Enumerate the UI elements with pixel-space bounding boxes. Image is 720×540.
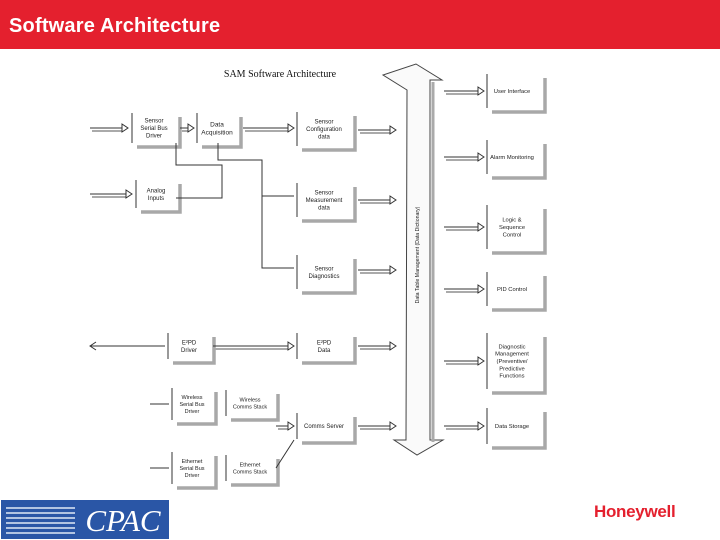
block-data-acquisition-shadow: [202, 117, 243, 149]
block-sensor-diagnostics-label-line: Diagnostics: [308, 274, 339, 280]
block-e2prom-data-label-line: E²PD: [317, 340, 332, 346]
block-e2prom-data-label-line: Data: [318, 348, 331, 354]
block-right-5-label-line: Management: [495, 352, 529, 358]
bus-input-arrow-2-head: [389, 195, 397, 205]
block-ethernet-serial-bus-driver-label-line: Driver: [185, 473, 200, 479]
block-right-5-label-line: (Preventive/: [497, 359, 528, 365]
block-sensor-serial-bus-driver-label-line: Serial Bus: [140, 126, 167, 132]
block-wireless-comms-stack-shadow: [231, 394, 280, 422]
sensor-bus-input-arrow-head: [121, 123, 129, 133]
block-right-6-arrow-head: [477, 421, 485, 431]
block-right-4-arrow-head: [477, 284, 485, 294]
cpac-logo: CPAC: [1, 500, 169, 539]
block-right-2-arrow-head: [477, 152, 485, 162]
block-right-3-label-line: Sequence: [499, 225, 525, 231]
bus-input-arrow-1-head: [389, 125, 397, 135]
slide-title: Software Architecture: [9, 15, 221, 37]
block-ethernet-comms-stack-label-line: Comms Stack: [233, 469, 267, 475]
block-sensor-diagnostics-shadow: [302, 259, 357, 295]
block-analog-inputs-label-line: Analog: [147, 188, 166, 194]
block-wireless-serial-bus-driver-shadow: [177, 392, 218, 426]
acquisition-to-measurement-path: [217, 143, 294, 197]
block-ethernet-comms-stack-label-line: Ethernet: [240, 462, 261, 468]
block-right-1-shadow: [492, 78, 547, 114]
block-sensor-serial-bus-driver-label-line: Sensor: [144, 119, 163, 125]
bus-input-arrow-3-head: [389, 265, 397, 275]
block-e2prom-driver-label-line: Driver: [181, 348, 197, 354]
block-wireless-comms-stack-label-line: Comms Stack: [233, 404, 267, 410]
block-right-2-shadow: [492, 144, 547, 180]
block-sensor-configuration-data-label-line: Configuration: [306, 127, 342, 133]
block-sensor-configuration-data-label-line: data: [318, 135, 330, 141]
ethernet-to-comms-line: [275, 439, 295, 469]
diagram-title: SAM Software Architecture: [224, 69, 337, 80]
block-right-6-shadow: [492, 412, 547, 450]
block-sensor-configuration-data-label-line: Sensor: [314, 120, 333, 126]
block-wireless-comms-stack-label-line: Wireless: [239, 397, 260, 403]
block-ethernet-serial-bus-driver-label-line: Ethernet: [182, 459, 203, 465]
block-ethernet-comms-stack-shadow: [231, 459, 280, 487]
block-right-1-label-line: User Interface: [494, 89, 530, 95]
block-data-acquisition-label-line: Acquisition: [201, 129, 233, 136]
block-right-4-label-line: PID Control: [497, 287, 527, 293]
block-sensor-serial-bus-driver-shadow: [137, 117, 182, 149]
block-e2prom-driver-label-line: E²PD: [182, 340, 197, 346]
wireless-to-comms-arrow-head: [287, 421, 295, 431]
cpac-logo-stripes: [6, 507, 75, 534]
data-table-bus: [381, 63, 445, 456]
block-right-3-label-line: Control: [503, 232, 522, 238]
acquisition-to-config-arrow-head: [287, 123, 295, 133]
block-sensor-measurement-data-label-line: Measurement: [306, 198, 343, 204]
block-wireless-serial-bus-driver-label-line: Wireless: [181, 395, 202, 401]
block-analog-inputs-label-line: Inputs: [148, 196, 164, 202]
block-e2prom-data-shadow: [302, 337, 357, 365]
block-right-1-arrow-head: [477, 86, 485, 96]
acquisition-feedback-path: [175, 143, 223, 199]
block-comms-server-label-line: Comms Server: [304, 424, 344, 430]
block-ethernet-serial-bus-driver-label-line: Serial Bus: [179, 466, 204, 472]
block-right-2-label-line: Alarm Monitoring: [490, 155, 534, 161]
block-right-6-label-line: Data Storage: [495, 424, 529, 430]
serial-to-acquisition-arrow-head: [187, 123, 195, 133]
block-ethernet-serial-bus-driver-shadow: [177, 456, 218, 490]
data-table-bus-label: Data Table Management (Data Dictionary): [415, 206, 421, 303]
block-sensor-diagnostics-label-line: Sensor: [314, 266, 333, 272]
measurement-to-diagnostics-path: [261, 196, 294, 269]
block-right-4-shadow: [492, 276, 547, 312]
block-sensor-configuration-data-shadow: [302, 116, 357, 152]
block-right-5-label-line: Diagnostic: [498, 344, 525, 350]
bus-input-arrow-4-head: [389, 341, 397, 351]
cpac-logo-text: CPAC: [85, 503, 161, 538]
eprom-left-head: [89, 341, 97, 351]
block-sensor-measurement-data-label-line: data: [318, 206, 330, 212]
block-sensor-serial-bus-driver-label-line: Driver: [146, 134, 162, 140]
eprom-driver-to-data-arrow-head: [287, 341, 295, 351]
block-data-acquisition-label-line: Data: [210, 121, 224, 128]
block-right-5-label-line: Functions: [499, 374, 524, 380]
block-right-3-arrow-head: [477, 222, 485, 232]
block-analog-inputs-shadow: [141, 184, 182, 214]
block-right-5-label-line: Predictive: [499, 366, 524, 372]
block-wireless-serial-bus-driver-label-line: Serial Bus: [179, 402, 204, 408]
block-comms-server-shadow: [302, 417, 357, 445]
block-sensor-measurement-data-label-line: Sensor: [314, 191, 333, 197]
block-right-5-arrow-head: [477, 356, 485, 366]
block-right-5-shadow: [492, 337, 547, 395]
honeywell-logo: Honeywell: [594, 502, 676, 521]
bus-input-arrow-5-head: [389, 421, 397, 431]
block-sensor-measurement-data-shadow: [302, 187, 357, 223]
block-right-3-label-line: Logic &: [502, 218, 521, 224]
block-right-3-shadow: [492, 209, 547, 255]
block-wireless-serial-bus-driver-label-line: Driver: [185, 409, 200, 415]
title-bar: Software Architecture: [0, 0, 720, 49]
analog-input-arrow-head: [125, 189, 133, 199]
